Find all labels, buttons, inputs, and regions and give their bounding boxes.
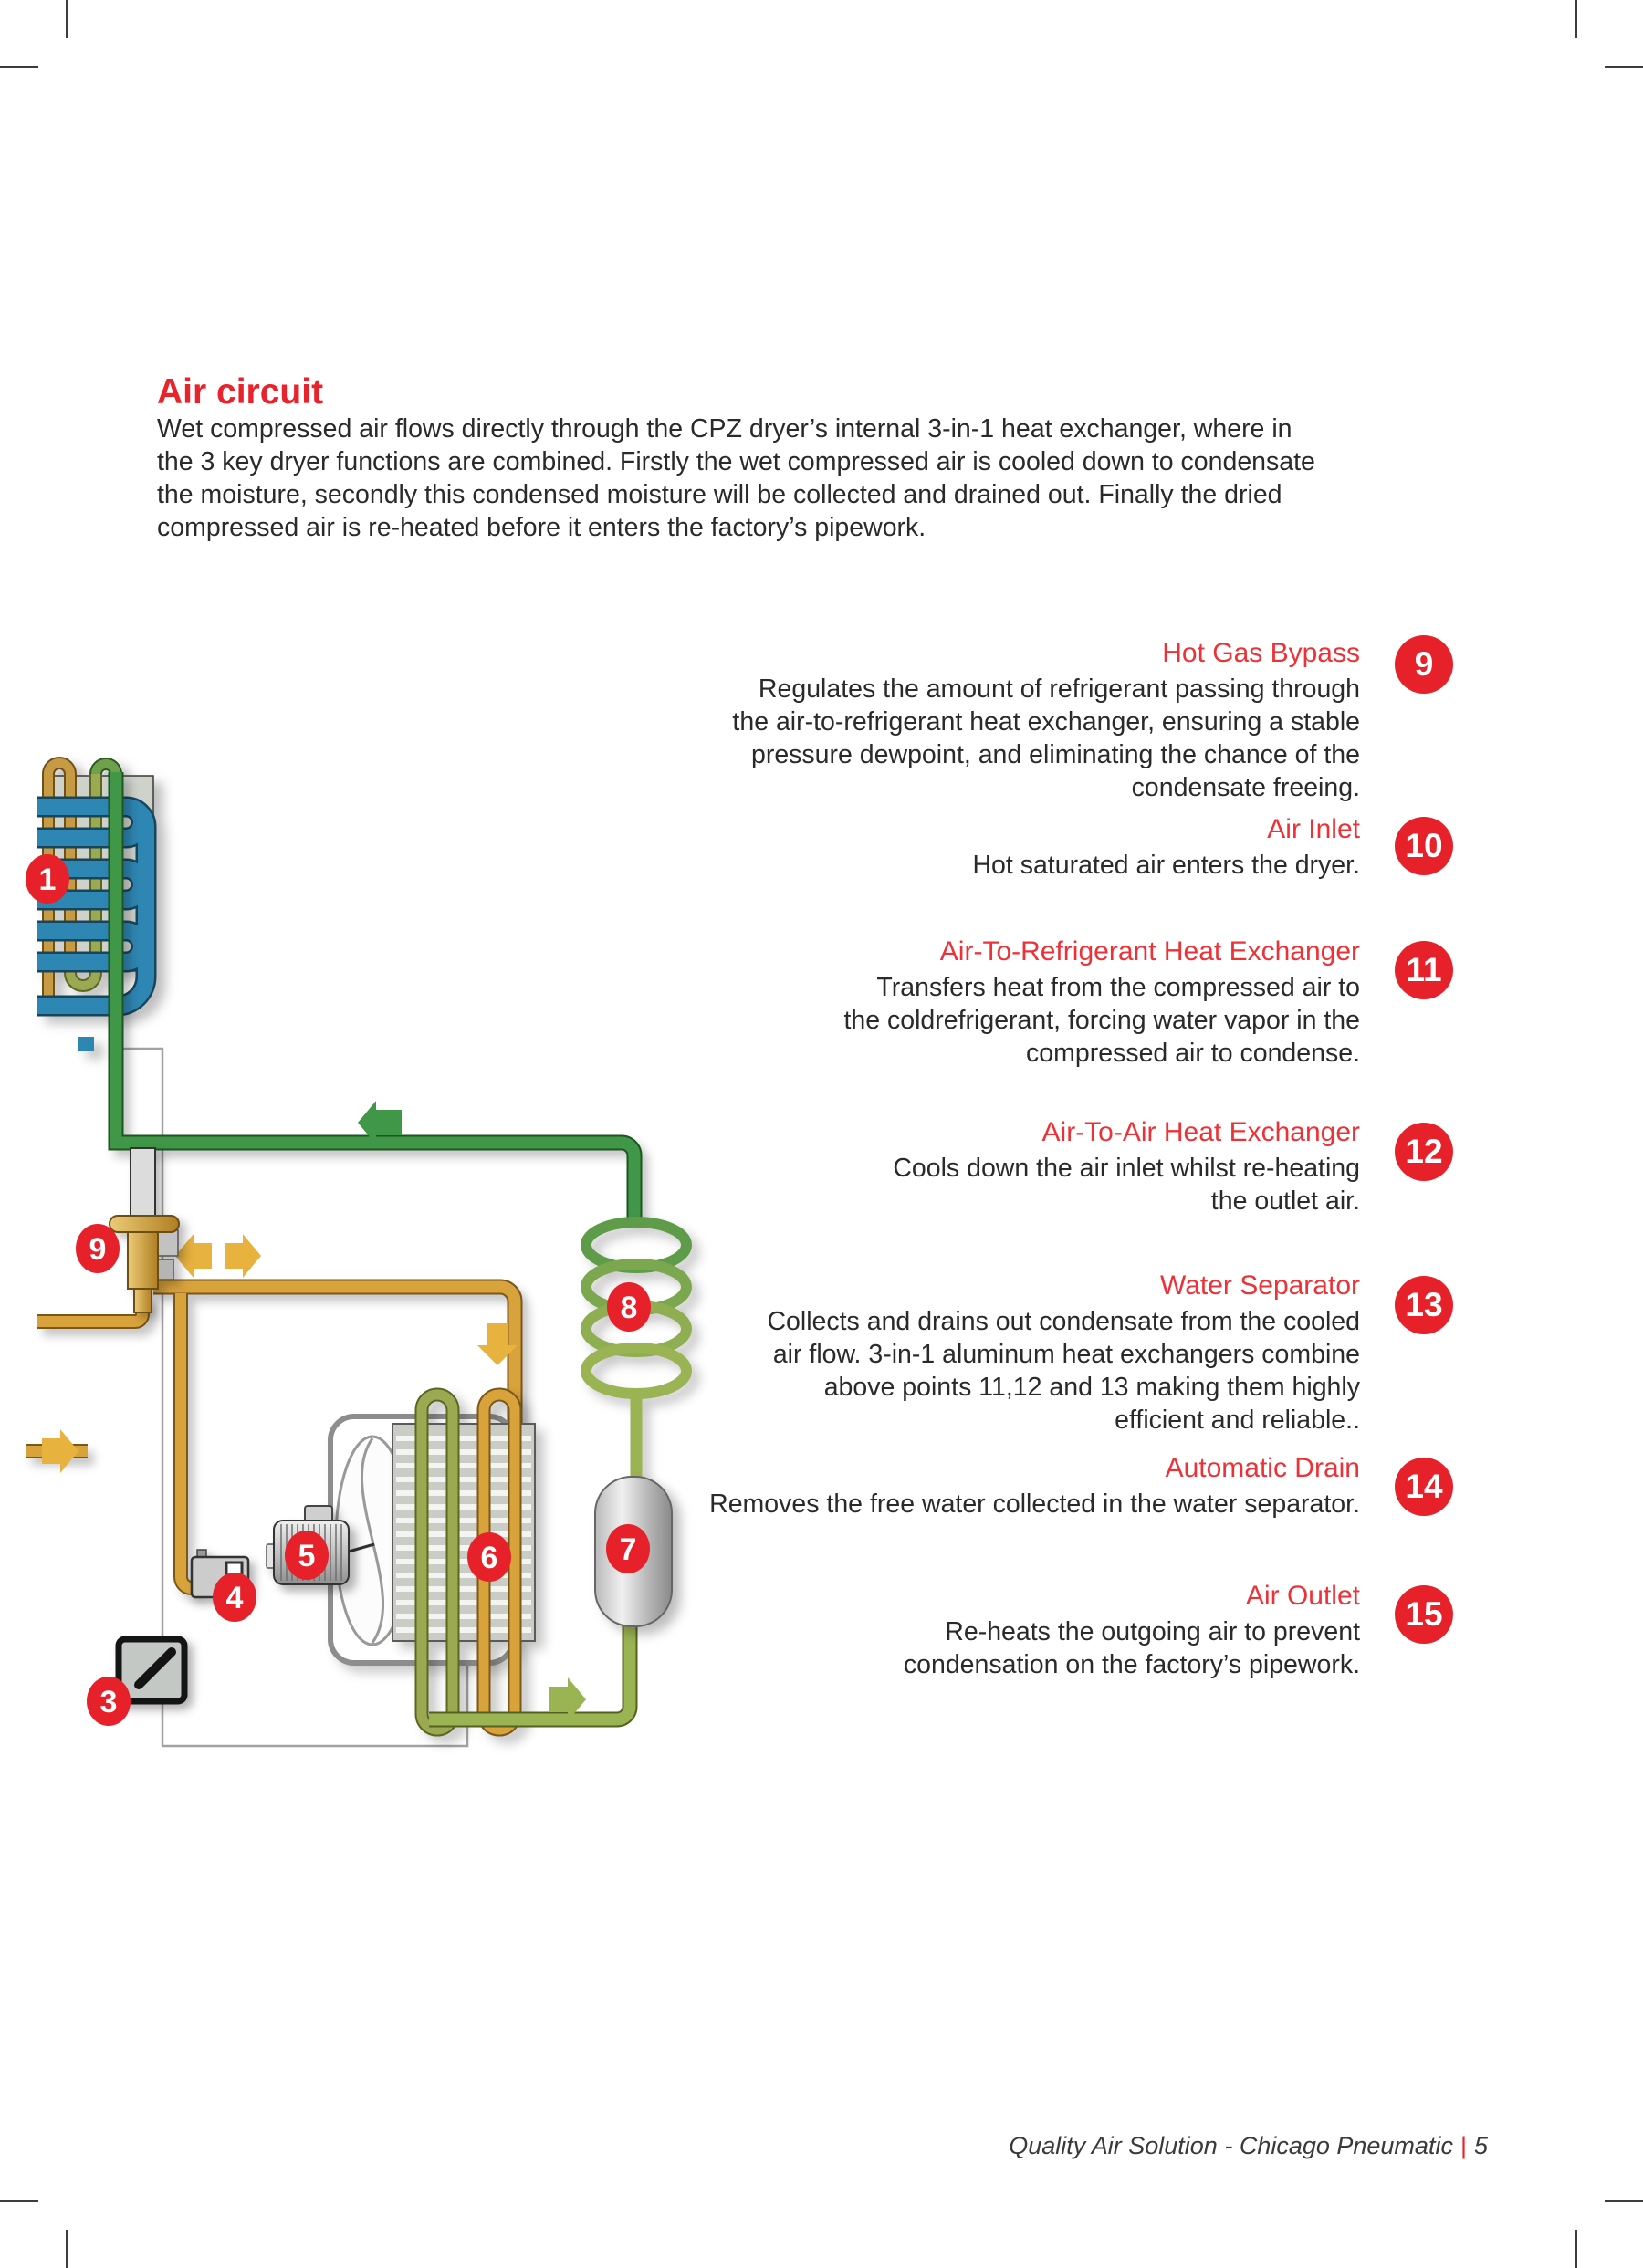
blue-air-serpentine <box>37 796 157 1051</box>
diagram-badge-4: 4 <box>213 1573 256 1622</box>
item-badge-12: 12 <box>1395 1123 1453 1181</box>
item-title: Air-To-Air Heat Exchanger <box>1041 1117 1360 1147</box>
diagram-badge-7: 7 <box>606 1524 650 1573</box>
item-air-outlet: Air Outlet Re-heats the outgoing air to … <box>466 1579 1360 1681</box>
item-badge-10: 10 <box>1395 817 1453 875</box>
item-description: Regulates the amount of refrigerant pass… <box>732 674 1360 802</box>
item-automatic-drain: Automatic Drain Removes the free water c… <box>466 1451 1360 1521</box>
crop-mark-top-right-v <box>1575 0 1577 38</box>
green-refrigerant-line <box>108 772 643 1218</box>
svg-text:6: 6 <box>481 1541 498 1575</box>
item-title: Hot Gas Bypass <box>1162 638 1360 668</box>
item-title: Water Separator <box>1160 1270 1360 1301</box>
item-title: Automatic Drain <box>1165 1453 1360 1483</box>
green-flow-arrow-left <box>358 1101 402 1144</box>
olive-outlet-line <box>429 1606 638 1728</box>
footer-page-number: 5 <box>1473 2132 1488 2159</box>
page-title: Air circuit <box>157 372 324 412</box>
footer-separator: | <box>1460 2132 1467 2159</box>
item-air-to-refrigerant-heat-exchanger: Air-To-Refrigerant Heat Exchanger Transf… <box>466 935 1360 1070</box>
item-title: Air Outlet <box>1245 1581 1360 1611</box>
crop-mark-bottom-right-h <box>1605 2200 1643 2202</box>
gold-flow-arrow-right <box>225 1234 261 1278</box>
svg-text:8: 8 <box>621 1291 638 1325</box>
svg-text:9: 9 <box>89 1232 107 1267</box>
diagram-badges: 1 3 4 5 6 7 8 <box>26 854 651 1726</box>
item-badge-11: 11 <box>1395 941 1453 999</box>
diagram-badge-3: 3 <box>87 1677 131 1726</box>
item-badge-14: 14 <box>1395 1458 1453 1516</box>
item-description: Collects and drains out condensate from … <box>767 1307 1360 1435</box>
diagram-badge-9: 9 <box>76 1224 120 1273</box>
item-description: Cools down the air inlet whilst re-heati… <box>893 1154 1360 1216</box>
blue-stub <box>78 1037 94 1051</box>
footer-text: Quality Air Solution - Chicago Pneumatic <box>1009 2132 1453 2159</box>
item-description: Removes the free water collected in the … <box>709 1489 1360 1519</box>
olive-flow-arrow-right <box>549 1677 586 1721</box>
fan-axle <box>348 1542 375 1553</box>
svg-text:3: 3 <box>100 1685 118 1719</box>
svg-text:1: 1 <box>39 862 57 897</box>
gold-flow-arrow-down <box>477 1323 518 1365</box>
expansion-valve-graphic <box>109 1147 180 1313</box>
diagram-badge-6: 6 <box>467 1532 511 1582</box>
crop-mark-bottom-left-v <box>66 2230 68 2268</box>
crop-mark-bottom-right-v <box>1575 2230 1577 2268</box>
gold-inlet-arrow-right <box>42 1429 78 1473</box>
item-water-separator: Water Separator Collects and drains out … <box>466 1269 1360 1437</box>
diagram-badge-8: 8 <box>607 1282 651 1332</box>
condenser-block-graphic <box>392 1387 536 1737</box>
svg-text:4: 4 <box>226 1581 244 1615</box>
item-badge-15: 15 <box>1395 1585 1453 1644</box>
item-description: Transfers heat from the compressed air t… <box>843 973 1360 1068</box>
item-air-to-air-heat-exchanger: Air-To-Air Heat Exchanger Cools down the… <box>466 1115 1360 1218</box>
item-title: Air-To-Refrigerant Heat Exchanger <box>939 936 1360 967</box>
item-air-inlet: Air Inlet Hot saturated air enters the d… <box>466 812 1360 882</box>
air-to-refrigerant-heat-exchanger-graphic <box>37 757 157 1051</box>
item-description: Re-heats the outgoing air to prevent con… <box>903 1617 1360 1679</box>
crop-mark-top-left-h <box>0 66 38 68</box>
item-description: Hot saturated air enters the dryer. <box>972 851 1360 880</box>
gold-flow-arrow-left <box>175 1234 212 1278</box>
item-badge-9: 9 <box>1395 635 1453 694</box>
svg-text:5: 5 <box>298 1539 316 1573</box>
intro-paragraph: Wet compressed air flows directly throug… <box>157 414 1315 542</box>
drain-valve-graphic <box>115 1636 188 1705</box>
svg-text:7: 7 <box>620 1532 637 1567</box>
item-title: Air Inlet <box>1267 814 1360 844</box>
diagram-badge-1: 1 <box>26 854 69 904</box>
item-hot-gas-bypass: Hot Gas Bypass Regulates the amount of r… <box>466 636 1360 804</box>
air-circuit-diagram: 1 3 4 5 6 7 8 <box>26 757 692 1748</box>
crop-mark-top-right-h <box>1605 66 1643 68</box>
crop-mark-top-left-v <box>66 0 68 38</box>
page-footer: Quality Air Solution - Chicago Pneumatic… <box>1009 2132 1488 2160</box>
item-badge-13: 13 <box>1395 1276 1453 1334</box>
crop-mark-bottom-left-h <box>0 2200 38 2202</box>
refrigerant-coil-8-graphic <box>581 1217 692 1506</box>
diagram-badge-5: 5 <box>285 1531 329 1580</box>
